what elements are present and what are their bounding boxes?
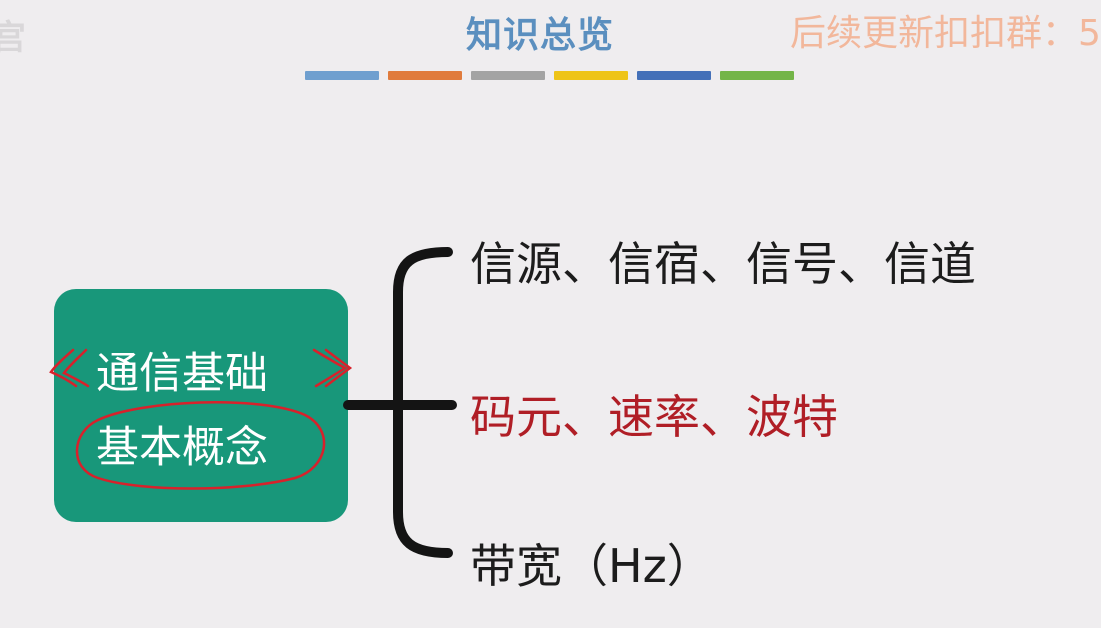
- connector-bracket: [393, 247, 453, 558]
- central-topic-subtitle: 基本概念: [96, 423, 268, 473]
- color-bar-orange: [388, 71, 462, 80]
- page-title: 知识总览: [466, 14, 615, 56]
- color-bar-green: [720, 71, 794, 80]
- branch-label-rates: 码元、速率、波特: [470, 390, 838, 444]
- corner-fragment-text: 宫: [0, 18, 26, 58]
- color-bar-yellow: [554, 71, 628, 80]
- color-bar-darkblue: [637, 71, 711, 80]
- central-topic-title: 通信基础: [96, 349, 268, 399]
- title-color-bars: [305, 71, 794, 80]
- color-bar-blue: [305, 71, 379, 80]
- color-bar-gray: [471, 71, 545, 80]
- central-topic-box: [54, 289, 348, 522]
- branch-label-bandwidth: 带宽（Hz）: [470, 539, 713, 593]
- watermark-text: 后续更新扣扣群：5: [790, 13, 1101, 54]
- branch-label-concepts: 信源、信宿、信号、信道: [470, 237, 976, 291]
